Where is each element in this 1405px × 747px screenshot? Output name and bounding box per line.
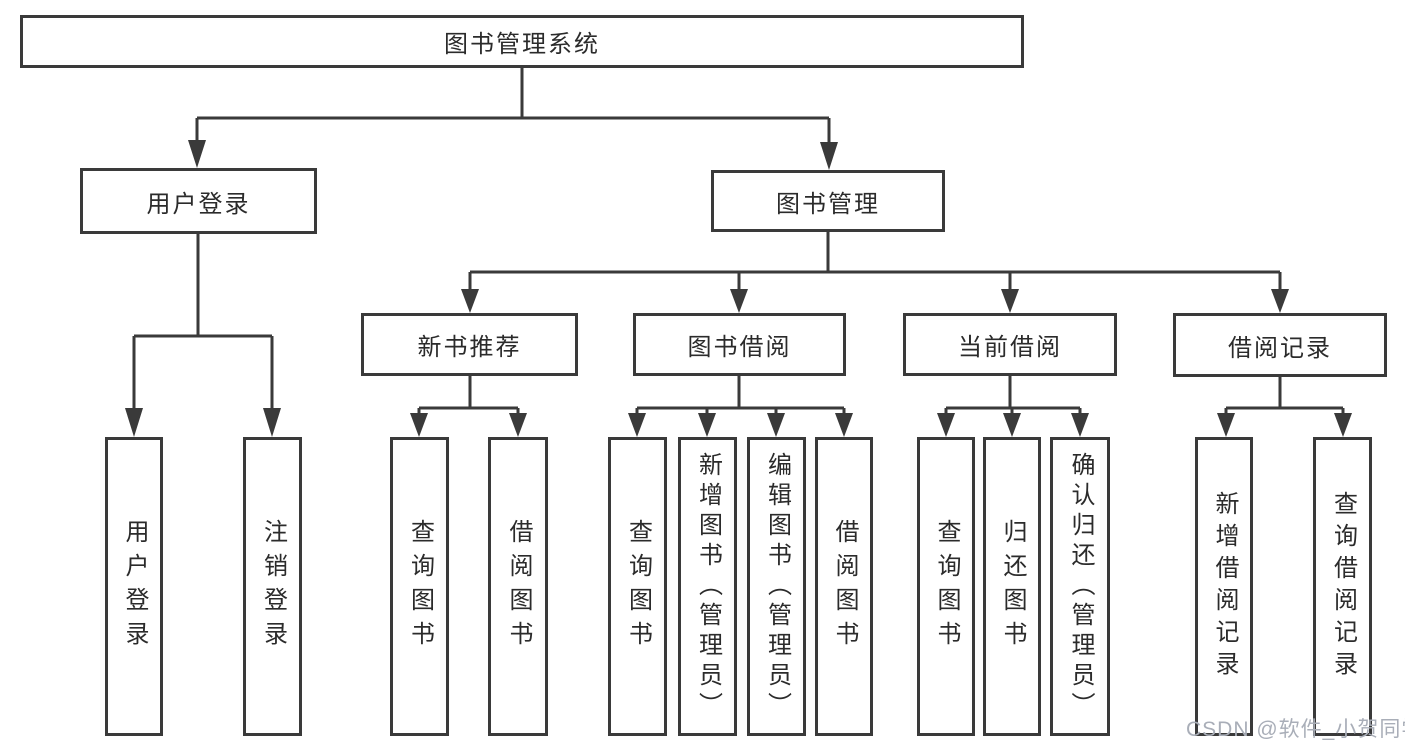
node-label: 图书管理系统 <box>444 31 600 58</box>
node-label: 确认归还（管理员） <box>1067 451 1094 722</box>
node-current-borrowing: 当前借阅 <box>903 313 1117 376</box>
node-label: 用户登录 <box>146 190 251 218</box>
node-query-borrow-record: 查询借阅记录 <box>1313 437 1372 736</box>
node-label: 新书推荐 <box>417 334 522 361</box>
node-confirm-return-admin: 确认归还（管理员） <box>1050 437 1110 736</box>
node-query-books-recommend: 查询图书 <box>390 437 449 736</box>
node-label: 查询图书 <box>933 518 960 655</box>
node-add-borrow-record: 新增借阅记录 <box>1195 437 1253 736</box>
node-borrow-books-recommend: 借阅图书 <box>488 437 548 736</box>
node-label: 新增图书（管理员） <box>694 451 722 722</box>
node-label: 借阅记录 <box>1228 334 1332 362</box>
node-label: 查询借阅记录 <box>1329 490 1357 683</box>
node-library-system: 图书管理系统 <box>20 15 1024 68</box>
node-query-books-current: 查询图书 <box>917 437 975 736</box>
node-label: 归还图书 <box>999 518 1026 655</box>
node-add-books-admin: 新增图书（管理员） <box>678 437 737 736</box>
node-user-login: 用户登录 <box>80 168 317 234</box>
node-borrowing-records: 借阅记录 <box>1173 313 1387 377</box>
node-user-login-action: 用户登录 <box>105 437 163 736</box>
node-return-books: 归还图书 <box>983 437 1041 736</box>
node-edit-books-admin: 编辑图书（管理员） <box>747 437 806 736</box>
node-label: 借阅图书 <box>831 518 858 655</box>
node-label: 图书借阅 <box>687 334 792 361</box>
node-label: 编辑图书（管理员） <box>763 451 791 722</box>
node-label: 查询图书 <box>406 518 434 655</box>
node-borrow-books-borrowing: 借阅图书 <box>815 437 873 736</box>
csdn-watermark: CSDN @软件_小贺同学 <box>1186 718 1405 741</box>
node-new-book-recommend: 新书推荐 <box>361 313 578 376</box>
node-query-books-borrowing: 查询图书 <box>608 437 667 736</box>
node-book-management: 图书管理 <box>711 170 945 232</box>
node-label: 注销登录 <box>259 518 287 655</box>
node-label: 用户登录 <box>121 518 148 655</box>
connector-path <box>132 68 1345 414</box>
node-label: 查询图书 <box>624 518 652 655</box>
node-logout-action: 注销登录 <box>243 437 302 736</box>
node-label: 图书管理 <box>776 190 880 218</box>
node-label: 当前借阅 <box>958 334 1062 361</box>
node-label: 借阅图书 <box>505 518 532 655</box>
node-label: 新增借阅记录 <box>1211 490 1238 683</box>
node-book-borrowing: 图书借阅 <box>633 313 846 376</box>
